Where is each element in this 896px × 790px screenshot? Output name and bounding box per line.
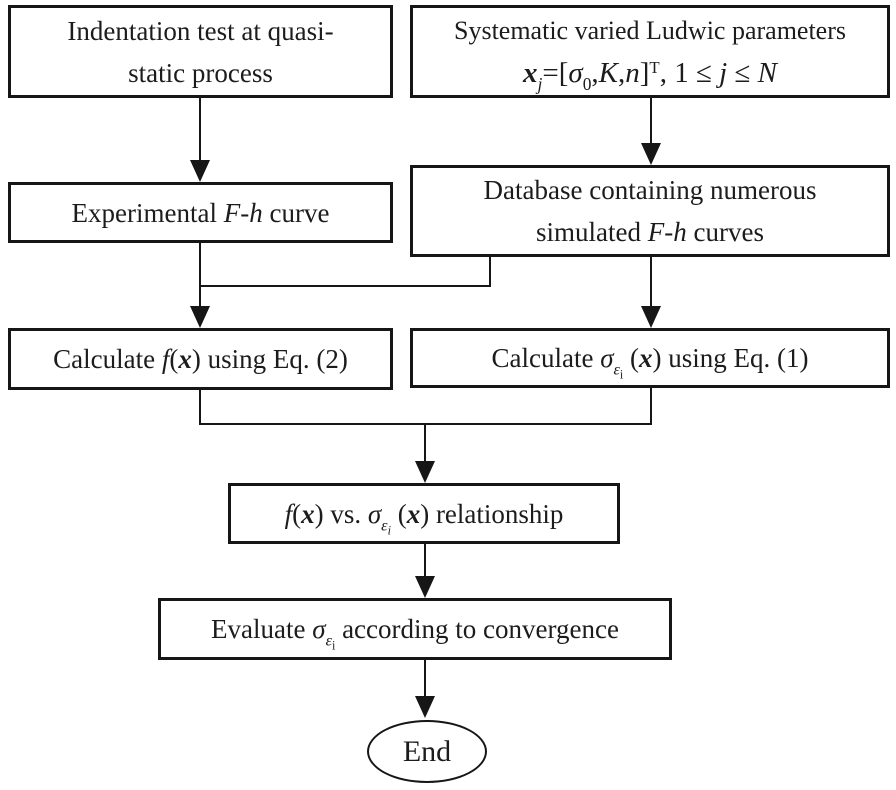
node-text-line: simulated F-h curves bbox=[536, 217, 764, 247]
arrow-merge-to-relationship bbox=[424, 423, 426, 463]
connector-calc-f-stub bbox=[199, 390, 201, 425]
arrowhead-down-icon bbox=[415, 576, 435, 598]
connector-calc-sigma-stub bbox=[650, 388, 652, 425]
arrow-evaluate-to-end bbox=[424, 660, 426, 698]
arrow-experimental-to-calc-f bbox=[199, 243, 201, 308]
node-calculate-sigma: Calculate σεi (x) using Eq. (1) bbox=[410, 328, 890, 388]
node-text-line: Database containing numerous bbox=[483, 175, 817, 205]
node-evaluate-convergence: Evaluate σεi according to convergence bbox=[158, 598, 672, 660]
arrow-database-to-calc-sigma bbox=[650, 257, 652, 308]
node-text-line: f(x) vs. σεi (x) relationship bbox=[284, 498, 564, 538]
arrowhead-down-icon bbox=[641, 143, 661, 165]
node-text-line: Calculate σεi (x) using Eq. (1) bbox=[491, 343, 809, 382]
arrowhead-down-icon bbox=[190, 160, 210, 182]
arrowhead-down-icon bbox=[190, 306, 210, 328]
node-ludwic-parameters: Systematic varied Ludwic parameters xj=[… bbox=[410, 5, 890, 98]
node-indentation-test: Indentation test at quasi- static proces… bbox=[8, 5, 393, 98]
arrowhead-down-icon bbox=[415, 461, 435, 483]
node-experimental-curve: Experimental F-h curve bbox=[8, 182, 393, 243]
node-text-line: Systematic varied Ludwic parameters bbox=[453, 15, 847, 45]
node-text-line: Experimental F-h curve bbox=[71, 197, 330, 228]
node-relationship: f(x) vs. σεi (x) relationship bbox=[228, 483, 620, 544]
arrowhead-down-icon bbox=[641, 306, 661, 328]
node-text-line: Evaluate σεi according to convergence bbox=[211, 614, 619, 653]
arrow-indentation-to-experimental bbox=[199, 98, 201, 162]
connector-database-stub bbox=[489, 257, 491, 287]
connector-database-to-left-branch bbox=[199, 285, 491, 287]
arrow-relationship-to-evaluate bbox=[424, 544, 426, 578]
node-calculate-f: Calculate f(x) using Eq. (2) bbox=[8, 328, 393, 390]
node-text-line: End bbox=[402, 734, 452, 768]
node-text-line: static process bbox=[128, 57, 273, 88]
node-text-line: Indentation test at quasi- bbox=[67, 15, 334, 46]
node-text-line: Calculate f(x) using Eq. (2) bbox=[53, 344, 348, 374]
node-database: Database containing numerous simulated F… bbox=[410, 165, 890, 257]
arrowhead-down-icon bbox=[415, 696, 435, 718]
node-formula: xj=[σ0,K,n]T, 1 ≤ j ≤ N bbox=[523, 56, 777, 94]
node-end-terminal: End bbox=[367, 720, 487, 783]
arrow-parameters-to-database bbox=[650, 98, 652, 145]
